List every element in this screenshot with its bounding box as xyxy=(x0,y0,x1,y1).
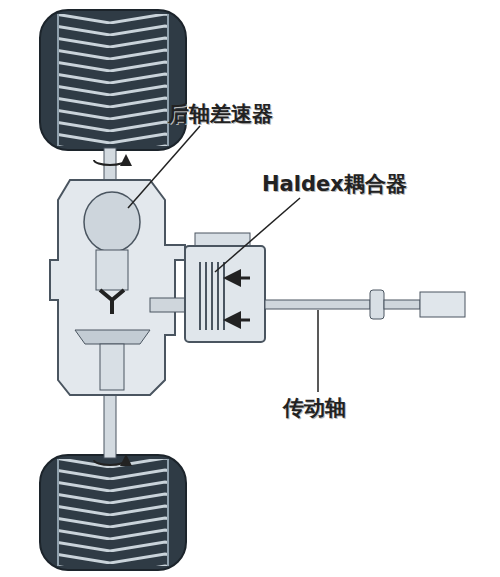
spider-gear xyxy=(100,290,124,314)
differential-housing xyxy=(50,180,185,395)
clutch-plates xyxy=(200,262,224,330)
rotation-arrow xyxy=(94,460,126,465)
part-label: 传动轴 xyxy=(283,394,346,422)
leader-line xyxy=(215,198,300,272)
drive-shaft xyxy=(384,300,420,309)
wheel xyxy=(40,455,186,570)
pressure-arrow xyxy=(232,277,250,280)
pressure-arrow xyxy=(232,319,250,322)
haldex-coupler xyxy=(185,246,265,342)
rotation-arrow xyxy=(94,160,126,165)
differential-case xyxy=(96,250,128,290)
part-label: 后轴差速器 xyxy=(168,100,273,128)
ring-gear xyxy=(75,330,150,344)
shaft-end xyxy=(420,292,465,317)
axle-flange xyxy=(100,344,124,390)
axle-shaft xyxy=(104,390,116,458)
leader-line xyxy=(128,126,200,208)
leader-line xyxy=(317,310,319,392)
drive-shaft xyxy=(265,300,370,309)
differential-carrier xyxy=(84,192,140,252)
part-label: Haldex耦合器 xyxy=(262,170,407,198)
wheel xyxy=(40,10,186,150)
shaft-joint xyxy=(370,290,384,319)
